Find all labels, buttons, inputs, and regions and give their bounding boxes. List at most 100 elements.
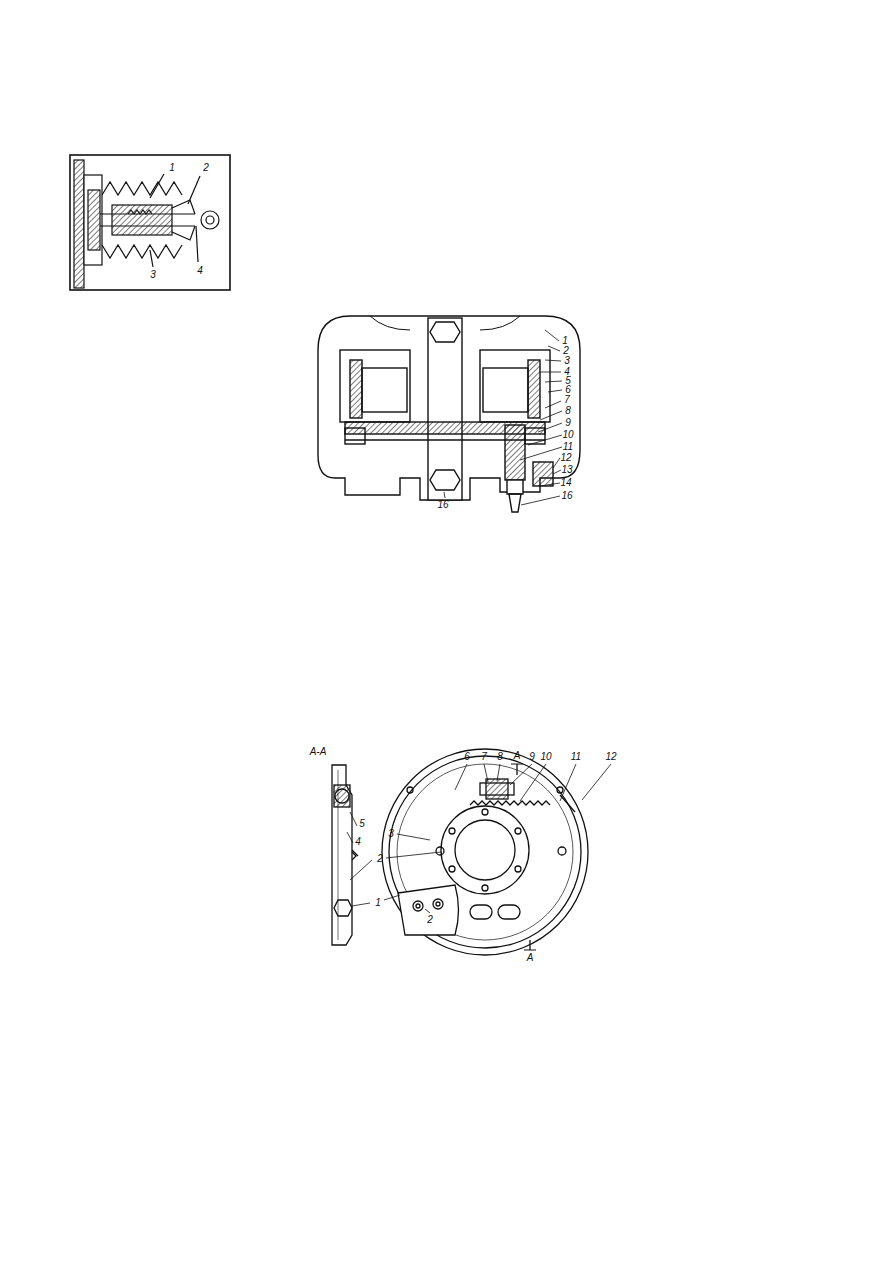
boot-detail-part: [74, 160, 84, 288]
boot-detail-part: [100, 225, 195, 226]
drawing-part-part: [521, 496, 560, 505]
backing-plate-face-part: [470, 905, 492, 919]
callout-number: 11: [571, 752, 581, 762]
drawing-part-part: [540, 483, 560, 486]
drawing-part-part: [528, 435, 562, 445]
caliper-drawing-part: [483, 368, 528, 412]
callout-number: 7: [481, 752, 487, 762]
drawing-part-part: [548, 390, 562, 392]
drawing-part-part: [350, 812, 357, 826]
drawing-part-part: [384, 895, 400, 900]
callout-number: 3: [564, 356, 570, 366]
caliper-drawing-part: [340, 350, 410, 422]
drawing-part-part: [497, 764, 500, 781]
callout-number: 3: [388, 829, 394, 839]
caliper-drawing-part: [428, 318, 462, 500]
caliper-drawing-part: [350, 360, 362, 418]
backing-plate-face-part: [433, 899, 443, 909]
callout-number: 9: [529, 752, 535, 762]
caliper-drawing-part: [318, 316, 580, 500]
drawing-part-part: [444, 492, 445, 498]
boot-detail-part: [172, 200, 195, 240]
backing-plate-section-part: [338, 770, 339, 940]
backing-plate-section-part: [352, 852, 356, 860]
backing-plate-face-part: [470, 801, 550, 805]
drawing-part-part: [510, 764, 532, 785]
callout-number: 4: [355, 837, 361, 847]
drawing-part-part: [560, 764, 576, 801]
caliper-drawing-part: [505, 425, 525, 480]
boot-detail-part: [150, 250, 153, 267]
callout-number: 8: [497, 752, 503, 762]
callout-number: 16: [561, 491, 572, 501]
drawing-part-part: [347, 832, 353, 843]
caliper-drawing-part: [345, 428, 365, 444]
boot-detail-part: [84, 175, 102, 265]
callout-number: 6: [464, 752, 470, 762]
backing-plate-face-part: [482, 809, 488, 815]
callout-number: 14: [560, 478, 571, 488]
backing-plate-face-part: [558, 847, 566, 855]
boot-detail-part: [70, 155, 230, 290]
caliper-drawing-part: [509, 494, 521, 512]
drawing-part-part: [386, 852, 441, 858]
callout-number: 11: [563, 442, 573, 452]
callout-number: 13: [561, 465, 572, 475]
boot-detail-part: [188, 176, 200, 204]
backing-plate-face-part: [529, 940, 530, 950]
drawing-part-part: [520, 764, 546, 801]
boot-detail-part: [201, 211, 219, 229]
callout-number: 16: [437, 500, 448, 510]
callout-number: 8: [565, 406, 571, 416]
boot-detail-part: [206, 216, 214, 224]
backing-plate-section-part: [334, 785, 350, 807]
backing-plate-face-part: [449, 828, 455, 834]
boot-detail-part: [128, 210, 152, 214]
drawing-part-part: [553, 458, 560, 468]
callout-number: 2: [427, 915, 433, 925]
callout-number: 1: [169, 163, 175, 173]
backing-plate-face-part: [480, 783, 514, 795]
drawing-part-part: [397, 834, 430, 840]
drawing-part-part: [545, 330, 559, 341]
callout-number: 9: [565, 418, 571, 428]
backing-plate-face-part: [449, 866, 455, 872]
backing-plate-face-part: [398, 885, 459, 935]
drawing-part-part: [425, 909, 430, 913]
backing-plate-face-part: [413, 901, 423, 911]
caliper-drawing-part: [507, 480, 523, 494]
boot-detail-part: [102, 182, 182, 195]
backing-plate-face-part: [557, 787, 563, 793]
caliper-drawing-part: [430, 322, 460, 342]
callout-number: 7: [564, 395, 570, 405]
boot-detail-part: [112, 205, 172, 235]
drawing-part-part: [545, 360, 561, 361]
boot-detail-part: [100, 213, 195, 214]
callout-number: 5: [359, 819, 365, 829]
drawing-part-part: [540, 372, 561, 373]
caliper-drawing-part: [362, 368, 407, 412]
caliper-drawing: [318, 316, 580, 512]
callout-number: 4: [197, 266, 203, 276]
drawing-part-part: [350, 860, 372, 880]
drawing-part-part: [545, 381, 562, 382]
backing-plate-face-part: [516, 764, 517, 775]
backing-plate-section: [332, 765, 372, 945]
drawing-part-part: [553, 470, 561, 474]
backing-plate-section-part: [335, 789, 349, 803]
backing-plate-face-part: [397, 764, 573, 940]
drawing-part: [444, 330, 562, 505]
backing-plate-face-part: [498, 905, 520, 919]
section-label: A-A: [310, 747, 327, 757]
backing-plate-face-part: [515, 866, 521, 872]
backing-plate-face-part: [486, 779, 508, 799]
section-mark: A: [527, 953, 534, 963]
backing-plate-face-part: [441, 806, 529, 894]
backing-plate-face-part: [436, 847, 444, 855]
drawing-part-part: [520, 447, 562, 460]
backing-plate-face-part: [455, 820, 515, 880]
boot-detail-part: [102, 245, 182, 258]
backing-plate-face-part: [515, 828, 521, 834]
